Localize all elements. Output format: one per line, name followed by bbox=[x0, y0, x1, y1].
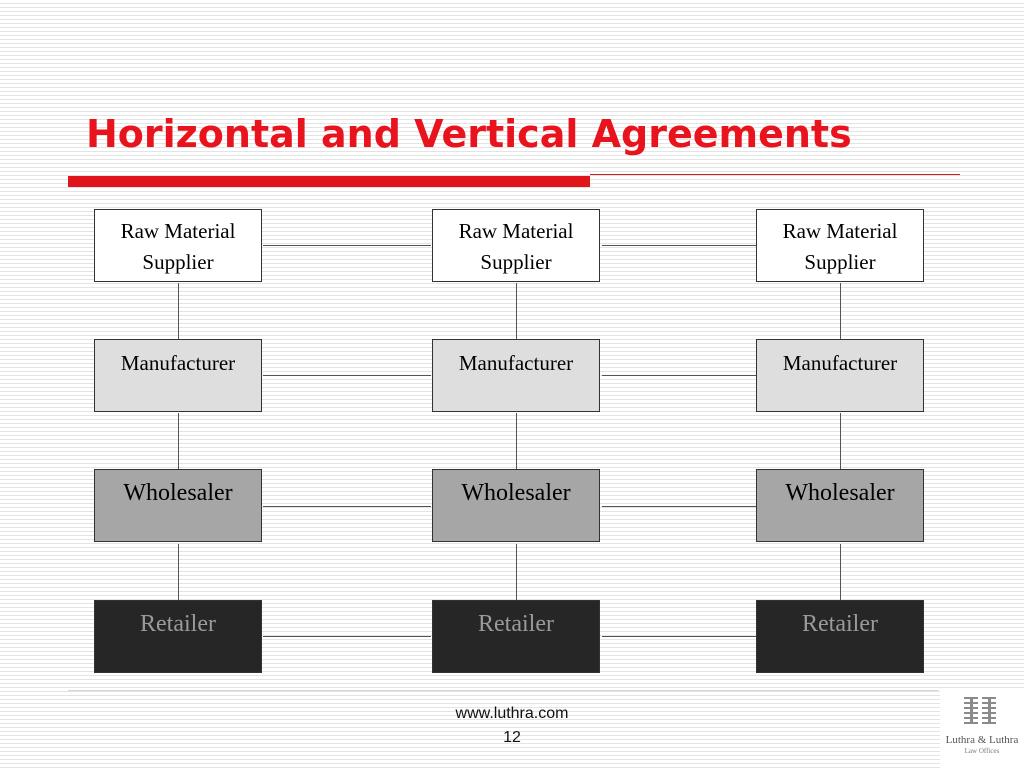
manufacturer-box: Manufacturer bbox=[432, 339, 600, 412]
vertical-connector bbox=[516, 544, 517, 600]
retailer-box: Retailer bbox=[432, 600, 600, 673]
horizontal-connector bbox=[602, 506, 756, 507]
node-label: Retailer bbox=[478, 611, 554, 637]
node-label: Wholesaler bbox=[785, 480, 895, 506]
footer-divider bbox=[68, 690, 938, 691]
node-label: Raw Material Supplier bbox=[120, 219, 236, 274]
footer-url: www.luthra.com bbox=[455, 705, 569, 722]
raw-material-supplier-box: Raw Material Supplier bbox=[432, 209, 600, 282]
vertical-connector bbox=[516, 283, 517, 339]
node-label: Wholesaler bbox=[461, 480, 571, 506]
manufacturer-box: Manufacturer bbox=[756, 339, 924, 412]
title-underline-thin bbox=[590, 174, 960, 175]
wholesaler-box: Wholesaler bbox=[756, 469, 924, 542]
logo-subtitle: Law Offices bbox=[964, 747, 1000, 755]
wholesaler-box: Wholesaler bbox=[94, 469, 262, 542]
vertical-connector bbox=[178, 283, 179, 339]
node-label: Raw Material Supplier bbox=[458, 219, 574, 274]
horizontal-connector bbox=[602, 375, 756, 376]
horizontal-connector bbox=[602, 636, 756, 637]
horizontal-connector bbox=[263, 245, 431, 246]
retailer-box: Retailer bbox=[94, 600, 262, 673]
node-label: Retailer bbox=[802, 611, 878, 637]
vertical-connector bbox=[178, 544, 179, 600]
firm-logo: Luthra & Luthra Law Offices bbox=[940, 690, 1024, 768]
vertical-connector bbox=[840, 413, 841, 469]
slide-title: Horizontal and Vertical Agreements bbox=[86, 112, 852, 156]
vertical-connector bbox=[516, 413, 517, 469]
raw-material-supplier-box: Raw Material Supplier bbox=[94, 209, 262, 282]
retailer-box: Retailer bbox=[756, 600, 924, 673]
horizontal-connector bbox=[263, 506, 431, 507]
node-label: Wholesaler bbox=[123, 480, 233, 506]
wholesaler-box: Wholesaler bbox=[432, 469, 600, 542]
node-label: Retailer bbox=[140, 611, 216, 637]
node-label: Raw Material Supplier bbox=[782, 219, 898, 274]
node-label: Manufacturer bbox=[120, 351, 236, 375]
horizontal-connector bbox=[602, 245, 756, 246]
vertical-connector bbox=[840, 283, 841, 339]
node-label: Manufacturer bbox=[782, 351, 898, 375]
horizontal-connector bbox=[263, 375, 431, 376]
vertical-connector bbox=[840, 544, 841, 600]
logo-name: Luthra & Luthra bbox=[945, 734, 1019, 746]
page-number: 12 bbox=[503, 729, 521, 746]
title-underline-thick bbox=[68, 176, 590, 187]
manufacturer-box: Manufacturer bbox=[94, 339, 262, 412]
node-label: Manufacturer bbox=[458, 351, 574, 375]
vertical-connector bbox=[178, 413, 179, 469]
horizontal-connector bbox=[263, 636, 431, 637]
raw-material-supplier-box: Raw Material Supplier bbox=[756, 209, 924, 282]
logo-icon bbox=[964, 697, 996, 724]
